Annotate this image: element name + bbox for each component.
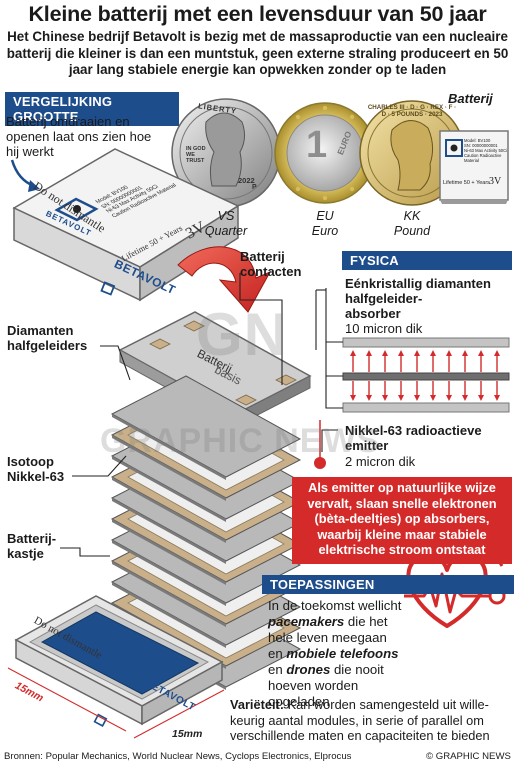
- euro-value-text: 1: [306, 124, 328, 166]
- dimension-label-2: 15mm: [172, 728, 203, 740]
- page-subtitle: Het Chinese bedrijf Betavolt is bezig me…: [6, 29, 509, 77]
- variety-text: Variëteit: Kan worden samengesteld uit w…: [230, 697, 490, 743]
- quarter-motto-text: IN GOD WE TRUST: [186, 146, 206, 164]
- layer-edge: [112, 498, 226, 564]
- beta-arrow-head: [350, 350, 356, 356]
- battery-small-label: Batterij: [448, 91, 493, 106]
- beta-arrow-head: [414, 350, 420, 356]
- beta-arrow-head: [430, 395, 436, 401]
- beta-arrow-head: [478, 395, 484, 401]
- absorber-layer-bottom: [342, 402, 510, 413]
- small-card-voltage: 3V: [489, 176, 502, 187]
- layer-edge: [112, 414, 226, 480]
- watermark-logo: GN: [196, 301, 288, 368]
- physics-header: FYSICA: [342, 251, 512, 270]
- intro-text: Batterij omdraaien en openen laat ons zi…: [6, 114, 152, 159]
- quarter-mint-text: P: [252, 184, 257, 191]
- beta-arrow-head: [430, 350, 436, 356]
- emitter-thickness: 2 micron dik: [345, 454, 416, 469]
- dimension-line-1: [7, 667, 127, 732]
- layer-edge: [112, 477, 226, 543]
- beta-arrow-head: [494, 395, 500, 401]
- page-title: Kleine batterij met een levensduur van 5…: [28, 2, 487, 26]
- physics-explanation-box: Als emitter op natuurlijke wijze vervalt…: [292, 477, 512, 564]
- absorber-layer-top: [342, 337, 510, 348]
- layer-edge: [112, 435, 226, 501]
- beta-arrow-head: [350, 395, 356, 401]
- flip-arrow: [177, 246, 272, 313]
- credit-text: © GRAPHIC NEWS: [426, 751, 511, 762]
- applications-header: TOEPASSINGEN: [262, 575, 514, 594]
- layer-edge: [112, 582, 226, 648]
- small-card-lifetime: Lifetime 50 + Years: [443, 180, 490, 186]
- quarter-year-text: 2022: [238, 176, 255, 185]
- uk-pound-coin: [359, 100, 465, 206]
- physics-diagram: [342, 337, 510, 413]
- beta-arrow-head: [462, 395, 468, 401]
- beta-arrow-head: [494, 350, 500, 356]
- beta-arrow-head: [382, 350, 388, 356]
- beta-arrow-head: [398, 350, 404, 356]
- beta-arrow-head: [462, 350, 468, 356]
- assembled-battery: [12, 148, 240, 302]
- red-pin: [314, 420, 326, 469]
- beta-arrow-head: [414, 395, 420, 401]
- beta-arrow-head: [446, 395, 452, 401]
- battery-size-card: [439, 130, 509, 204]
- us-quarter-coin: [171, 98, 281, 208]
- euro-coin: [274, 102, 376, 204]
- emitter-layer: [342, 372, 510, 381]
- pound-legend-text: CHARLES III · D · G · REX · F · D · 5 PO…: [367, 104, 457, 118]
- beta-arrow-head: [366, 350, 372, 356]
- size-comparison-header: VERGELIJKING GROOTTE: [5, 92, 179, 126]
- applications-text: In de toekomst wellicht pacemakers die h…: [268, 598, 402, 709]
- beta-arrow-head: [398, 395, 404, 401]
- leader-lines: [60, 273, 338, 557]
- layer-edge: [112, 561, 226, 627]
- beta-arrow-head: [382, 395, 388, 401]
- label-battery-case: Batterij-kastje: [7, 531, 57, 561]
- small-card-specs: Model: BV100 SN: 00000000001 Ni-63 Max A…: [464, 138, 508, 163]
- layer-edge: [112, 456, 226, 522]
- beta-arrow-head: [478, 350, 484, 356]
- beta-arrow-head: [366, 395, 372, 401]
- watermark-text: GRAPHIC NEWS: [100, 422, 381, 460]
- battery-case: [14, 595, 224, 727]
- sources-text: Bronnen: Popular Mechanics, World Nuclea…: [4, 751, 352, 762]
- layer-edge: [112, 540, 226, 606]
- beta-particle-arrows: [350, 350, 500, 401]
- dimension-line-2: [133, 689, 225, 739]
- beta-arrow-head: [446, 350, 452, 356]
- absorber-thickness: 10 micron dik: [345, 321, 423, 336]
- layer-edge: [112, 519, 226, 585]
